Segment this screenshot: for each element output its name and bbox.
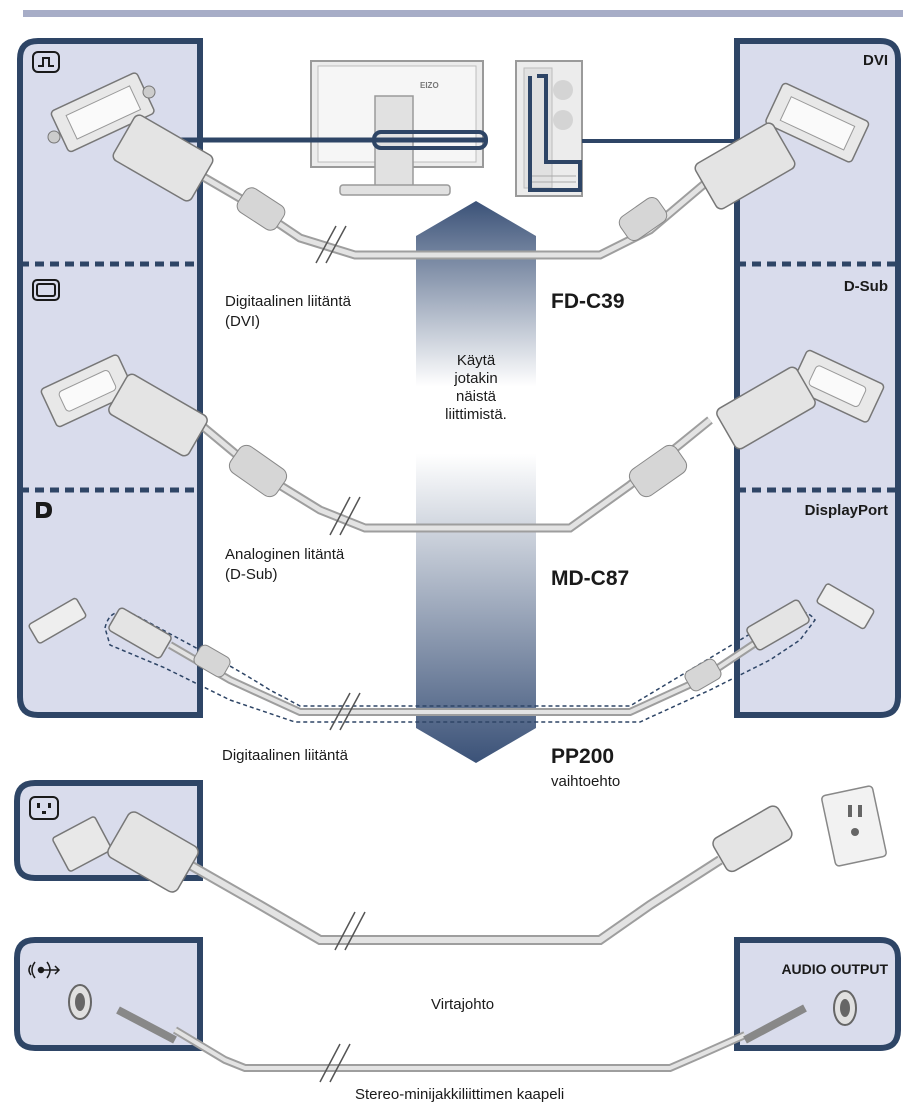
dvi-port-label: DVI [862,52,888,69]
d-sub-cable-model: MD-C87 [551,567,630,590]
audio-cable-caption: Stereo-minijakkiliittimen kaapeli [355,1086,565,1103]
audio-plug-right [743,1004,807,1044]
center-note-line1: Käytä [456,352,496,369]
displayport-cable [104,610,816,731]
displayport-port-label: DisplayPort [804,502,888,519]
d-sub-port-right [790,349,885,423]
monitor-connector-highlight [372,130,488,150]
dvi-port-left [47,72,156,153]
dvi-cable [197,171,718,264]
displayport-connection-caption: Digitaalinen liitäntä [222,747,348,764]
audio-cable [172,1026,747,1083]
pc-tower-illustration [515,60,583,197]
d-sub-caption-line1: Analoginen litäntä [225,546,345,563]
pc-link-line [528,74,737,192]
dvi-plug-right [694,122,796,210]
double-arrow [416,201,536,763]
d-sub-caption-line2: (D-Sub) [225,566,278,583]
dvi-cable-model: FD-C39 [551,290,625,313]
dvi-caption-line1: Digitaalinen liitäntä [225,293,351,310]
center-note-line4: liittimistä. [445,406,507,423]
audio-panel-left [14,937,203,1051]
displayport-cable-model: PP200 [551,745,615,768]
power-cable-caption: Virtajohto [431,996,495,1013]
displayport-plug-left [108,607,172,659]
displayport-model-note: vaihtoehto [551,773,621,790]
d-sub-port-icon [32,279,60,301]
displayport-icon [36,502,52,518]
audio-jack-right [833,990,857,1026]
d-sub-plug-right [716,366,816,450]
audio-output-label: AUDIO OUTPUT [781,961,888,977]
monitor-brand-logo: EIZO [420,81,439,90]
power-plug-left [107,811,199,893]
d-sub-port-label: D-Sub [843,278,888,295]
center-note-line3: näistä [455,388,497,405]
dvi-port-right [765,82,870,163]
center-note-line2: jotakin [454,370,498,387]
power-plug-right [712,805,793,873]
dvi-plug-left [112,114,214,202]
d-sub-port-left [40,354,135,428]
dvi-caption-line2: (DVI) [225,313,260,330]
power-cable [187,855,723,951]
dvi-connection-caption: Digitaalinen liitäntä (DVI) [225,292,351,332]
top-bar [23,10,903,17]
displayport-port-left [28,597,87,644]
monitor-illustration [310,60,484,196]
dvi-port-icon [32,51,60,73]
d-sub-cable [192,416,713,536]
audio-plug-left [116,1006,177,1044]
d-sub-connection-caption: Analoginen litäntä (D-Sub) [225,545,344,585]
displayport-plug-right [746,599,810,651]
audio-input-icon [28,961,61,979]
wall-outlet [821,785,887,867]
d-sub-plug-left [108,373,208,457]
displayport-port-right [816,583,875,630]
power-inlet-left [52,816,112,872]
audio-jack-left [68,984,92,1020]
power-inlet-icon [29,796,59,820]
center-note: Käytä jotakin näistä liittimistä. [421,352,531,424]
